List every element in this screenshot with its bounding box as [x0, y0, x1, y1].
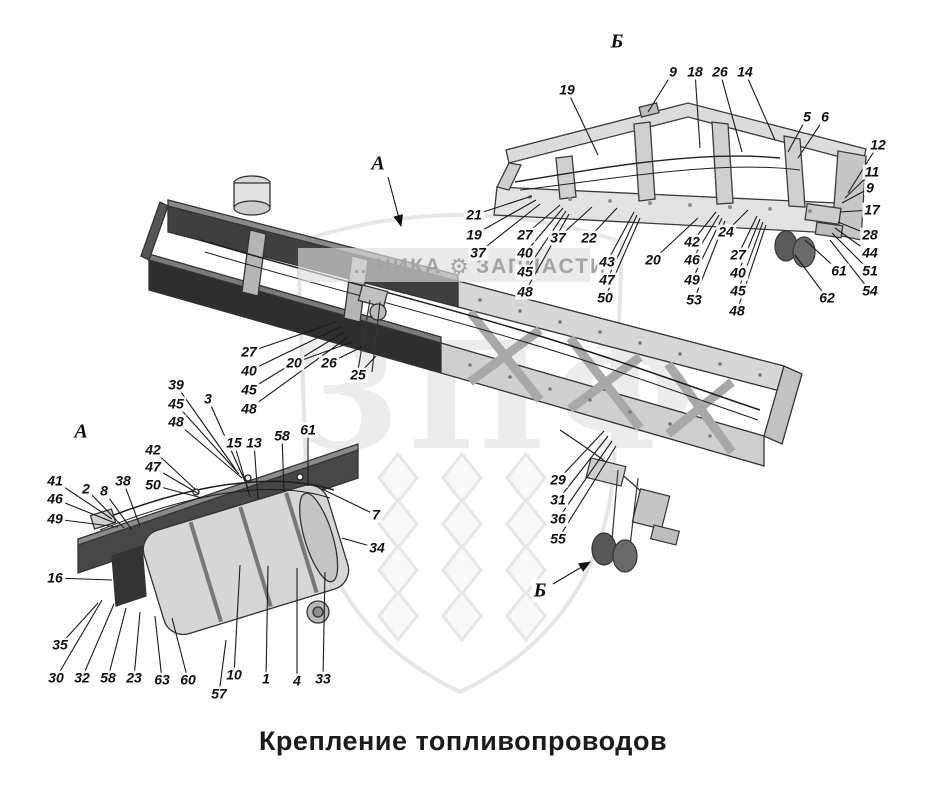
- part-callout-22: 22: [579, 229, 599, 246]
- part-callout-41: 41: [45, 472, 65, 489]
- part-callout-38: 38: [113, 472, 133, 489]
- part-callout-63: 63: [152, 671, 172, 688]
- part-callout-27: 27: [515, 226, 535, 243]
- part-callout-25: 25: [348, 366, 368, 383]
- part-callout-47: 47: [597, 271, 617, 288]
- part-callout-13: 13: [244, 434, 264, 451]
- part-callout-46: 46: [45, 490, 65, 507]
- part-callout-31: 31: [548, 491, 568, 508]
- part-callout-42: 42: [682, 233, 702, 250]
- part-callout-36: 36: [548, 510, 568, 527]
- part-callout-46: 46: [682, 251, 702, 268]
- part-callout-47: 47: [143, 458, 163, 475]
- part-callout-45: 45: [515, 263, 535, 280]
- gear-icon: ⚙: [449, 254, 469, 279]
- part-callout-40: 40: [515, 244, 535, 261]
- part-callout-17: 17: [862, 201, 882, 218]
- part-callout-28: 28: [860, 226, 880, 243]
- part-callout-2: 2: [80, 480, 92, 497]
- part-callout-30: 30: [46, 669, 66, 686]
- view-label-Б: Б: [531, 579, 549, 603]
- part-callout-20: 20: [284, 354, 304, 371]
- part-callout-21: 21: [464, 206, 484, 223]
- part-callout-33: 33: [313, 670, 333, 687]
- part-callout-48: 48: [727, 302, 747, 319]
- part-callout-23: 23: [124, 669, 144, 686]
- part-callout-51: 51: [860, 262, 880, 279]
- part-callout-32: 32: [72, 669, 92, 686]
- part-callout-12: 12: [868, 136, 888, 153]
- part-callout-53: 53: [684, 291, 704, 308]
- part-callout-42: 42: [143, 441, 163, 458]
- part-callout-58: 58: [272, 427, 292, 444]
- part-callout-45: 45: [166, 395, 186, 412]
- part-callout-24: 24: [716, 223, 736, 240]
- part-callout-20: 20: [643, 251, 663, 268]
- view-label-А: А: [369, 152, 387, 176]
- part-callout-37: 37: [468, 244, 488, 261]
- part-callout-48: 48: [515, 283, 535, 300]
- part-callout-57: 57: [209, 685, 229, 702]
- part-callout-40: 40: [239, 362, 259, 379]
- part-callout-58: 58: [98, 669, 118, 686]
- part-callout-50: 50: [595, 289, 615, 306]
- view-label-А: А: [72, 420, 90, 444]
- part-callout-61: 61: [298, 421, 318, 438]
- part-callout-60: 60: [178, 671, 198, 688]
- view-label-Б: Б: [608, 30, 626, 54]
- part-callout-62: 62: [817, 289, 837, 306]
- part-callout-61: 61: [829, 262, 849, 279]
- part-callout-19: 19: [557, 81, 577, 98]
- part-callout-27: 27: [239, 343, 259, 360]
- part-callout-37: 37: [548, 229, 568, 246]
- part-callout-40: 40: [728, 264, 748, 281]
- part-callout-14: 14: [735, 63, 755, 80]
- part-callout-48: 48: [239, 400, 259, 417]
- part-callout-5: 5: [801, 108, 813, 125]
- part-callout-7: 7: [370, 506, 382, 523]
- part-callout-27: 27: [728, 246, 748, 263]
- part-callout-55: 55: [548, 530, 568, 547]
- part-callout-35: 35: [50, 636, 70, 653]
- part-callout-29: 29: [548, 471, 568, 488]
- part-callout-1: 1: [260, 670, 272, 687]
- part-callout-39: 39: [166, 376, 186, 393]
- part-callout-15: 15: [224, 434, 244, 451]
- frame-main: [140, 175, 803, 467]
- part-callout-16: 16: [45, 569, 65, 586]
- part-callout-9: 9: [667, 63, 679, 80]
- part-callout-49: 49: [682, 271, 702, 288]
- part-callout-4: 4: [291, 672, 303, 689]
- part-callout-44: 44: [860, 244, 880, 261]
- part-callout-48: 48: [166, 413, 186, 430]
- diagram-title: Крепление топливопроводов: [258, 726, 668, 756]
- part-callout-45: 45: [728, 282, 748, 299]
- part-callout-10: 10: [224, 666, 244, 683]
- part-callout-50: 50: [143, 476, 163, 493]
- part-callout-26: 26: [319, 354, 339, 371]
- part-callout-9: 9: [864, 179, 876, 196]
- part-callout-11: 11: [862, 163, 882, 180]
- watermark-wheat: [377, 451, 547, 643]
- part-callout-34: 34: [367, 539, 387, 556]
- part-callout-6: 6: [819, 108, 831, 125]
- part-callout-8: 8: [98, 482, 110, 499]
- part-callout-18: 18: [685, 63, 705, 80]
- part-callout-49: 49: [45, 510, 65, 527]
- part-callout-43: 43: [597, 253, 617, 270]
- part-callout-19: 19: [464, 226, 484, 243]
- part-callout-45: 45: [239, 381, 259, 398]
- part-callout-26: 26: [710, 63, 730, 80]
- watermark-banner-left: …НИКА: [353, 255, 442, 278]
- part-callout-54: 54: [860, 282, 880, 299]
- part-callout-3: 3: [202, 390, 214, 407]
